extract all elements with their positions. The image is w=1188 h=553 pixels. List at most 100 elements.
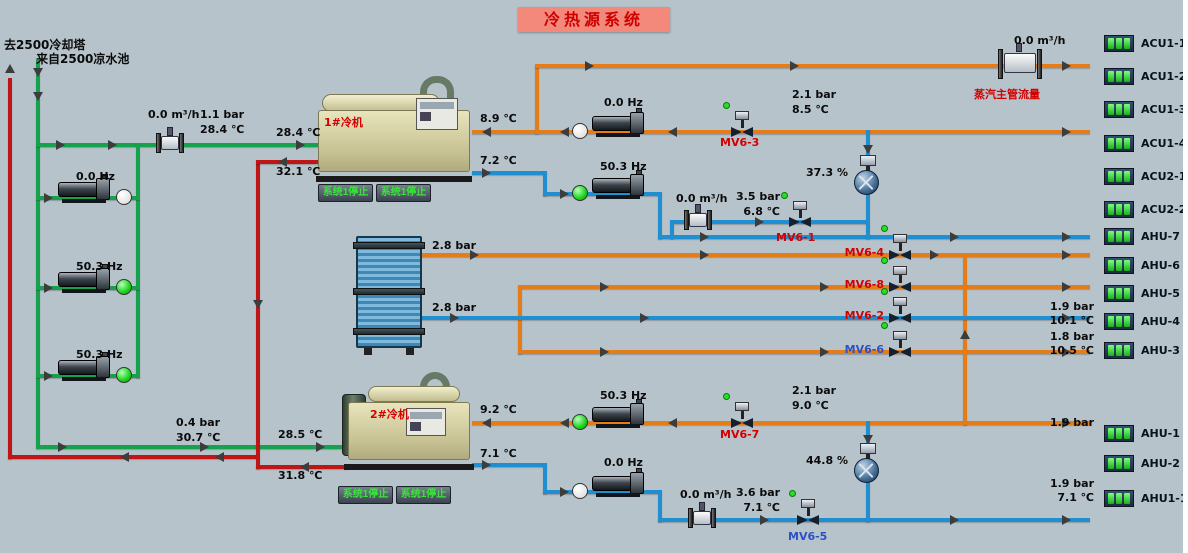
unit-ahu-2[interactable]: AHU-2 bbox=[1104, 454, 1180, 472]
unit-ahu-6[interactable]: AHU-6 bbox=[1104, 256, 1180, 274]
chiller-1[interactable]: 1#冷机 bbox=[316, 76, 472, 182]
valve-body bbox=[900, 313, 911, 323]
chw-pump2-hz: 50.3 Hz bbox=[600, 160, 647, 173]
cooling-pump1[interactable] bbox=[56, 174, 116, 204]
valve-body bbox=[900, 282, 911, 292]
mv6-5-flow-meter bbox=[688, 502, 716, 530]
meter-flange bbox=[711, 508, 716, 528]
cooling-pump3[interactable] bbox=[56, 352, 116, 382]
valve-stem bbox=[741, 120, 744, 128]
flow-arrow bbox=[640, 313, 649, 323]
pump-body bbox=[592, 178, 632, 193]
flow-arrow bbox=[296, 140, 305, 150]
mv6-6-status-dot bbox=[881, 322, 888, 329]
valve-mv6-5[interactable] bbox=[797, 499, 819, 525]
unit-ahu-1[interactable]: AHU-1 bbox=[1104, 424, 1180, 442]
unit-ahu-5[interactable]: AHU-5 bbox=[1104, 284, 1180, 302]
ahu-icon bbox=[1104, 100, 1134, 118]
pipe-steam-main bbox=[535, 64, 1090, 68]
valve-mv6-8[interactable] bbox=[889, 266, 911, 292]
ch1-cw-out-temp: 32.1 ℃ bbox=[276, 165, 321, 178]
chw-pump4[interactable] bbox=[590, 468, 650, 498]
unit-label: AHU-4 bbox=[1141, 314, 1180, 328]
ahu-icon bbox=[1104, 284, 1134, 302]
chiller-control-panel bbox=[416, 98, 458, 130]
hx-leg bbox=[406, 348, 414, 355]
unit-ahu-7[interactable]: AHU-7 bbox=[1104, 227, 1180, 245]
unit-acu1-4[interactable]: ACU1-4 bbox=[1104, 134, 1186, 152]
ch1-system-stop-button-b[interactable]: 系统1停止 bbox=[376, 184, 431, 202]
unit-ahu-4[interactable]: AHU-4 bbox=[1104, 312, 1180, 330]
meter-body bbox=[693, 511, 711, 525]
ch1-system-stop-button-a[interactable]: 系统1停止 bbox=[318, 184, 373, 202]
unit-label: AHU-1 bbox=[1141, 426, 1180, 440]
pump-foot bbox=[596, 195, 640, 199]
flow-arrow bbox=[600, 347, 609, 357]
mv6-1-pressure: 3.5 bar bbox=[736, 190, 781, 203]
unit-acu1-3[interactable]: ACU1-3 bbox=[1104, 100, 1186, 118]
plate-heat-exchanger[interactable] bbox=[353, 236, 425, 355]
hx-top-pressure: 2.8 bar bbox=[432, 239, 477, 252]
valve-actuator bbox=[735, 402, 749, 411]
control-valve-top[interactable] bbox=[851, 155, 885, 195]
flow-arrow bbox=[1062, 313, 1071, 323]
ch2-system-stop-button-a[interactable]: 系统1停止 bbox=[338, 486, 393, 504]
pipe-ch2-return-main bbox=[472, 421, 1090, 425]
chw-pump1[interactable] bbox=[590, 108, 650, 138]
chw-pump3[interactable] bbox=[590, 399, 650, 429]
flow-arrow bbox=[44, 193, 53, 203]
valve-actuator bbox=[801, 499, 815, 508]
condenser-pressure: 1.1 bar bbox=[200, 108, 245, 121]
mv6-5-pressure: 3.6 bar bbox=[736, 486, 781, 499]
steam-flow-value: 0.0 m³/h bbox=[1014, 34, 1066, 47]
label-from-pond: 来自2500凉水池 bbox=[36, 52, 130, 66]
flow-arrow bbox=[668, 418, 677, 428]
control-valve-bottom[interactable] bbox=[851, 443, 885, 483]
pipe-right-riser bbox=[963, 253, 967, 425]
unit-acu1-1[interactable]: ACU1-1 bbox=[1104, 34, 1186, 52]
cooling-pump3-status bbox=[116, 367, 132, 383]
unit-acu1-2[interactable]: ACU1-2 bbox=[1104, 67, 1186, 85]
chiller-2[interactable]: 2#冷机 bbox=[342, 372, 474, 470]
chw-pump4-status bbox=[572, 483, 588, 499]
flow-arrow bbox=[1062, 418, 1071, 428]
chw-pump2[interactable] bbox=[590, 170, 650, 200]
pipe-ch2-chw-riser bbox=[658, 490, 662, 522]
meter-sensor bbox=[695, 204, 701, 213]
flow-arrow bbox=[585, 61, 594, 71]
valve-mv6-3[interactable] bbox=[731, 111, 753, 137]
unit-acu2-1[interactable]: ACU2-1 bbox=[1104, 167, 1186, 185]
pump-foot bbox=[596, 424, 640, 428]
valve-mv6-6[interactable] bbox=[889, 331, 911, 357]
mv6-3-temp: 8.5 ℃ bbox=[792, 103, 829, 116]
flow-arrow bbox=[253, 300, 263, 309]
mv6-1-label: MV6-1 bbox=[776, 231, 816, 244]
unit-ahu-3[interactable]: AHU-3 bbox=[1104, 341, 1180, 359]
unit-label: ACU1-1 bbox=[1141, 36, 1187, 50]
mv6-7-status-dot bbox=[723, 393, 730, 400]
valve-actuator bbox=[893, 234, 907, 243]
mv6-1-flow-meter bbox=[684, 204, 712, 232]
valve-mv6-7[interactable] bbox=[731, 402, 753, 428]
pump-head bbox=[630, 112, 644, 134]
meter-sensor bbox=[699, 502, 705, 511]
mv6-1-flow-value: 0.0 m³/h bbox=[676, 192, 728, 205]
pipe-tower-return-riser bbox=[8, 78, 12, 459]
flow-arrow bbox=[5, 64, 15, 73]
flow-arrow bbox=[482, 460, 491, 470]
valve-body bbox=[900, 250, 911, 260]
ch2-chw-return-temp: 9.2 ℃ bbox=[480, 403, 517, 416]
flow-arrow bbox=[700, 250, 709, 260]
cooling-pump2[interactable] bbox=[56, 264, 116, 294]
unit-acu2-2[interactable]: ACU2-2 bbox=[1104, 200, 1186, 218]
flow-arrow bbox=[820, 347, 829, 357]
valve-mv6-1[interactable] bbox=[789, 201, 811, 227]
unit-ahu1-1[interactable]: AHU1-1 bbox=[1104, 489, 1188, 507]
valve-stem bbox=[899, 340, 902, 348]
valve-mv6-2[interactable] bbox=[889, 297, 911, 323]
ch2-system-stop-button-b[interactable]: 系统1停止 bbox=[396, 486, 451, 504]
chw-pump1-status bbox=[572, 123, 588, 139]
valve-mv6-4[interactable] bbox=[889, 234, 911, 260]
cv-bottom-percent: 44.8 % bbox=[806, 454, 848, 467]
